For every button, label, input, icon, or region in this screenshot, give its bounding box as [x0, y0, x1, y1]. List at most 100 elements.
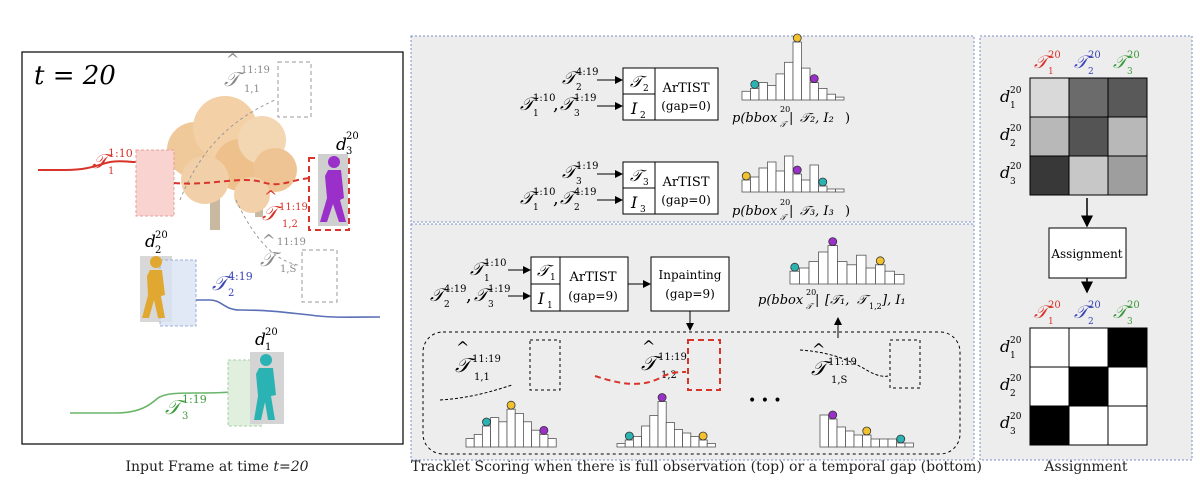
score-marker	[828, 410, 838, 420]
svg-text:20: 20	[806, 288, 816, 297]
histogram-bar	[801, 179, 811, 193]
histogram-bar	[741, 179, 751, 193]
histogram-bar	[827, 245, 838, 285]
svg-text:𝒯₂, I₂: 𝒯₂, I₂	[800, 111, 834, 126]
histogram-bar	[835, 96, 845, 101]
ellipsis: • • •	[748, 393, 782, 409]
svg-text:1: 1	[1010, 101, 1016, 111]
score-marker	[896, 434, 906, 444]
sample-1-1: ^ 𝒯 11:19 1,1	[439, 338, 561, 401]
histogram-bar	[808, 261, 819, 285]
score-marker	[862, 426, 872, 436]
histogram-bar	[490, 417, 500, 448]
svg-text:d: d	[1000, 337, 1010, 356]
svg-text:20: 20	[1088, 50, 1101, 61]
matrix-cell	[1107, 366, 1148, 407]
histogram-bar	[792, 173, 802, 193]
svg-text:3: 3	[640, 205, 646, 215]
svg-text:^: ^	[456, 338, 469, 357]
svg-text:(gap=9): (gap=9)	[568, 289, 618, 303]
histogram-bar	[706, 443, 716, 448]
histogram-bar	[846, 264, 857, 285]
svg-text:d: d	[145, 232, 156, 252]
histogram-bar	[904, 442, 914, 448]
svg-text:|: |	[815, 293, 819, 308]
svg-text:11:19: 11:19	[828, 357, 857, 368]
histogram-bar	[633, 436, 643, 448]
svg-text:3: 3	[1010, 177, 1016, 187]
green-tracklet-path	[70, 391, 231, 414]
svg-text:20: 20	[155, 230, 168, 241]
histogram-bar	[758, 82, 768, 101]
svg-text:d: d	[1000, 413, 1010, 432]
svg-text:d: d	[255, 330, 266, 350]
svg-text:(gap=0): (gap=0)	[661, 99, 711, 113]
histogram-bar	[649, 415, 659, 448]
svg-text:2: 2	[228, 288, 234, 299]
histogram-bar	[523, 421, 533, 448]
hard-assignment-matrix	[1029, 327, 1148, 446]
svg-text:I: I	[630, 99, 638, 118]
svg-text:20: 20	[1010, 162, 1022, 172]
histogram-bottom-main	[789, 237, 905, 285]
histogram-bar	[809, 164, 819, 193]
svg-text:1: 1	[550, 273, 556, 283]
histogram-sample-s	[819, 410, 914, 448]
time-label: t = 20	[34, 61, 116, 91]
histogram-bar	[784, 155, 794, 193]
score-marker	[506, 400, 516, 410]
svg-text:20: 20	[1010, 412, 1022, 422]
histogram-bar	[473, 433, 483, 448]
histogram-bar	[741, 90, 751, 101]
histogram-bar	[809, 82, 819, 101]
histogram-bar	[865, 267, 876, 285]
svg-text:Inpainting: Inpainting	[659, 268, 722, 282]
score-marker	[828, 237, 838, 247]
svg-text:11:19: 11:19	[658, 352, 687, 363]
bottom-row-inputs: 𝒯 1:10 1 𝒯 4:19 2 , 𝒯 1:19 3	[430, 258, 510, 310]
svg-text:20: 20	[265, 327, 278, 338]
matrix-cell	[1107, 155, 1148, 196]
tree-illustration	[167, 96, 297, 230]
svg-text:20: 20	[1088, 300, 1101, 311]
svg-text:3: 3	[346, 146, 352, 157]
svg-text:20: 20	[1048, 50, 1061, 61]
matrix-cell	[1029, 327, 1070, 368]
teal-person-icon	[254, 354, 276, 420]
histogram-bar	[896, 442, 906, 448]
matrix-cell	[1068, 155, 1109, 196]
inpainting-block: Inpainting (gap=9)	[650, 256, 730, 312]
assignment-panel: 𝒯 20 1 𝒯 20 2 𝒯 20 3 d 20 1 d 20 2 d 20 …	[979, 35, 1193, 461]
svg-text:d: d	[1000, 375, 1010, 394]
artist-block-top-2: 𝒯 3 I 3 ArTIST (gap=0)	[622, 161, 719, 215]
soft-matrix-headers: 𝒯 20 1 𝒯 20 2 𝒯 20 3	[1034, 50, 1140, 77]
svg-text:2: 2	[1010, 139, 1016, 149]
svg-text:20: 20	[1010, 86, 1022, 96]
histogram-bar	[750, 88, 760, 101]
label-d3: d 20 3	[336, 131, 359, 157]
svg-text:11:19: 11:19	[472, 354, 501, 365]
histogram-bar	[641, 425, 651, 448]
label-t3-1-19: 𝒯 1:19 3	[165, 393, 207, 422]
histogram-bar	[819, 414, 829, 448]
svg-text:2: 2	[643, 84, 649, 94]
hard-matrix-row-labels: d 20 1 d 20 2 d 20 3	[1000, 336, 1022, 437]
hard-matrix-headers: 𝒯 20 1 𝒯 20 2 𝒯 20 3	[1034, 300, 1140, 327]
matrix-cell	[1029, 366, 1070, 407]
svg-text:ArTIST: ArTIST	[662, 81, 710, 96]
svg-text:): )	[845, 204, 850, 219]
formula-top-1: p(bbox 20 𝒯 | 𝒯₂, I₂ )	[732, 105, 850, 129]
svg-text:1: 1	[533, 109, 539, 119]
svg-text:11:19: 11:19	[241, 65, 270, 76]
svg-text:3: 3	[1127, 67, 1133, 77]
histogram-bar	[531, 429, 541, 448]
svg-text:1: 1	[1048, 67, 1054, 77]
top-row-2-inputs: 𝒯 1:19 3 𝒯 1:10 1 , 𝒯 4:19 2	[520, 161, 598, 213]
histogram-bar	[789, 270, 800, 285]
matrix-cell	[1107, 327, 1148, 368]
histogram-top-2	[741, 155, 845, 193]
svg-text:1:10: 1:10	[108, 147, 133, 160]
histogram-bar	[547, 438, 557, 448]
blue-tracklet-box	[159, 259, 197, 327]
